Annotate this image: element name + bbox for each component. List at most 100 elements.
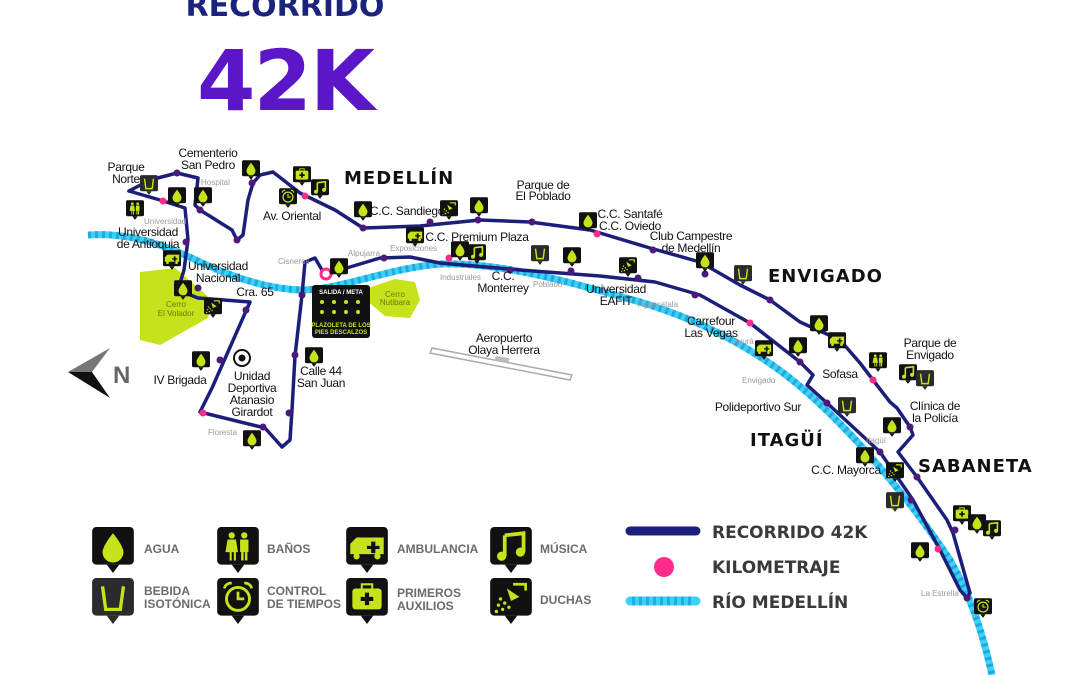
hill-el-volador: Cerro El Volador	[140, 268, 212, 345]
svg-text:DUCHAS: DUCHAS	[540, 593, 591, 607]
svg-text:Cementerio: Cementerio	[178, 146, 238, 160]
ambulance-icon	[828, 332, 846, 352]
svg-text:Nutibara: Nutibara	[380, 298, 411, 307]
svg-text:Deportiva: Deportiva	[228, 381, 277, 395]
svg-text:Parque de: Parque de	[904, 336, 957, 350]
start-finish: SALIDA / META PLAZOLETA DE LOS PIES DESC…	[311, 267, 371, 338]
metro-station-labels: Hospital Universidad Cisneros Alpujarra …	[144, 178, 959, 598]
svg-text:Sofasa: Sofasa	[822, 367, 858, 381]
water-icon	[470, 197, 488, 217]
water-icon	[563, 247, 581, 267]
water-icon	[330, 258, 348, 278]
svg-text:Hospital: Hospital	[201, 178, 230, 187]
svg-text:Envigado: Envigado	[906, 348, 954, 362]
svg-text:Parque de: Parque de	[517, 178, 570, 192]
title-line2: 42K	[197, 32, 378, 130]
water-icon	[92, 527, 134, 573]
svg-text:Cra. 65: Cra. 65	[236, 285, 274, 299]
svg-text:Cisneros: Cisneros	[278, 257, 310, 266]
legend-services: AGUA BAÑOS AMBULANCIA MÚSICA BEBIDA ISOT…	[92, 527, 591, 624]
isotonic-icon	[531, 245, 549, 265]
start-label: SALIDA / META	[319, 290, 363, 296]
svg-text:Aguacatala: Aguacatala	[638, 300, 679, 309]
svg-text:Universidad: Universidad	[188, 259, 248, 273]
restrooms-icon	[217, 527, 259, 573]
svg-text:Cerro: Cerro	[385, 290, 406, 299]
isotonic-icon	[916, 370, 934, 390]
city-itagui: ITAGÜÍ	[750, 429, 824, 451]
water-icon	[883, 417, 901, 437]
svg-text:C.C. Sandiego: C.C. Sandiego	[370, 204, 445, 218]
svg-text:Nacional: Nacional	[196, 271, 240, 285]
music-icon	[490, 527, 532, 573]
shower-icon	[619, 257, 637, 277]
city-envigado: ENVIGADO	[768, 266, 883, 287]
svg-text:Alpujarra: Alpujarra	[348, 249, 381, 258]
svg-text:C.C. Santafé: C.C. Santafé	[597, 207, 663, 221]
km-swatch	[654, 557, 674, 577]
svg-text:BAÑOS: BAÑOS	[267, 541, 310, 556]
svg-text:Polideportivo Sur: Polideportivo Sur	[715, 400, 802, 414]
ambulance-icon	[346, 527, 388, 573]
music-icon	[983, 520, 1001, 540]
water-icon	[911, 542, 929, 562]
svg-text:C.C.: C.C.	[492, 269, 515, 283]
svg-text:San Juan: San Juan	[297, 376, 345, 390]
city-sabaneta: SABANETA	[918, 456, 1033, 477]
route-checkpoints	[173, 169, 971, 602]
svg-text:Clínica de: Clínica de	[910, 399, 961, 413]
svg-text:Norte: Norte	[112, 172, 140, 186]
svg-text:RECORRIDO 42K: RECORRIDO 42K	[712, 523, 868, 543]
stadium-icon	[233, 349, 251, 367]
svg-text:Monterrey: Monterrey	[477, 281, 529, 295]
isotonic-icon	[886, 492, 904, 512]
svg-text:ISOTÓNICA: ISOTÓNICA	[144, 596, 211, 611]
svg-text:Poblado: Poblado	[533, 280, 563, 289]
svg-text:PRIMEROS: PRIMEROS	[397, 586, 461, 600]
city-labels: MEDELLÍN ENVIGADO ITAGÜÍ SABANETA	[344, 167, 1033, 477]
svg-text:C.C. Mayorca: C.C. Mayorca	[811, 463, 881, 477]
hill-nutibara: Cerro Nutibara	[366, 279, 420, 318]
first-aid-icon	[293, 166, 311, 186]
ambulance-icon	[163, 250, 181, 270]
shower-icon	[490, 578, 532, 624]
music-icon	[468, 244, 486, 264]
svg-text:MÚSICA: MÚSICA	[540, 541, 588, 556]
svg-text:C.C. Oviedo: C.C. Oviedo	[599, 219, 662, 233]
svg-text:Exposiciones: Exposiciones	[390, 244, 437, 253]
svg-text:Itagüí: Itagüí	[866, 436, 887, 445]
svg-text:de Antioquia: de Antioquia	[117, 237, 180, 251]
svg-text:Carrefour: Carrefour	[687, 314, 735, 328]
svg-text:PLAZOLETA DE LOS: PLAZOLETA DE LOS	[311, 323, 370, 329]
svg-text:RÍO MEDELLÍN: RÍO MEDELLÍN	[712, 591, 848, 613]
svg-text:Girardot: Girardot	[232, 405, 274, 419]
svg-text:AGUA: AGUA	[144, 542, 180, 556]
music-icon	[311, 179, 329, 199]
water-icon	[243, 430, 261, 450]
isotonic-icon	[140, 175, 158, 195]
place-labels: Parque Norte Cementerio San Pedro Univer…	[108, 146, 962, 477]
svg-text:Aeropuerto: Aeropuerto	[476, 331, 533, 345]
svg-text:Cerro: Cerro	[166, 300, 187, 309]
north-arrow: N	[68, 348, 130, 398]
first-aid-icon	[346, 578, 388, 624]
svg-text:Universidad: Universidad	[144, 217, 186, 226]
svg-text:Calle 44: Calle 44	[300, 364, 342, 378]
clock-icon	[279, 188, 297, 208]
svg-text:Industriales: Industriales	[440, 273, 481, 282]
svg-text:San Pedro: San Pedro	[181, 158, 236, 172]
svg-text:KILOMETRAJE: KILOMETRAJE	[712, 558, 841, 578]
svg-text:C.C. Premium Plaza: C.C. Premium Plaza	[425, 230, 529, 244]
svg-text:El Volador: El Volador	[158, 309, 195, 318]
svg-text:Las Vegas: Las Vegas	[684, 326, 738, 340]
svg-text:DE TIEMPOS: DE TIEMPOS	[267, 597, 341, 611]
svg-text:Universidad: Universidad	[118, 225, 178, 239]
music-icon	[899, 364, 917, 384]
svg-text:Parque: Parque	[108, 160, 146, 174]
clock-icon	[217, 578, 259, 624]
km-markers	[159, 192, 942, 553]
water-icon	[192, 351, 210, 371]
isotonic-icon	[92, 578, 134, 624]
svg-text:Av. Oriental: Av. Oriental	[263, 209, 321, 223]
